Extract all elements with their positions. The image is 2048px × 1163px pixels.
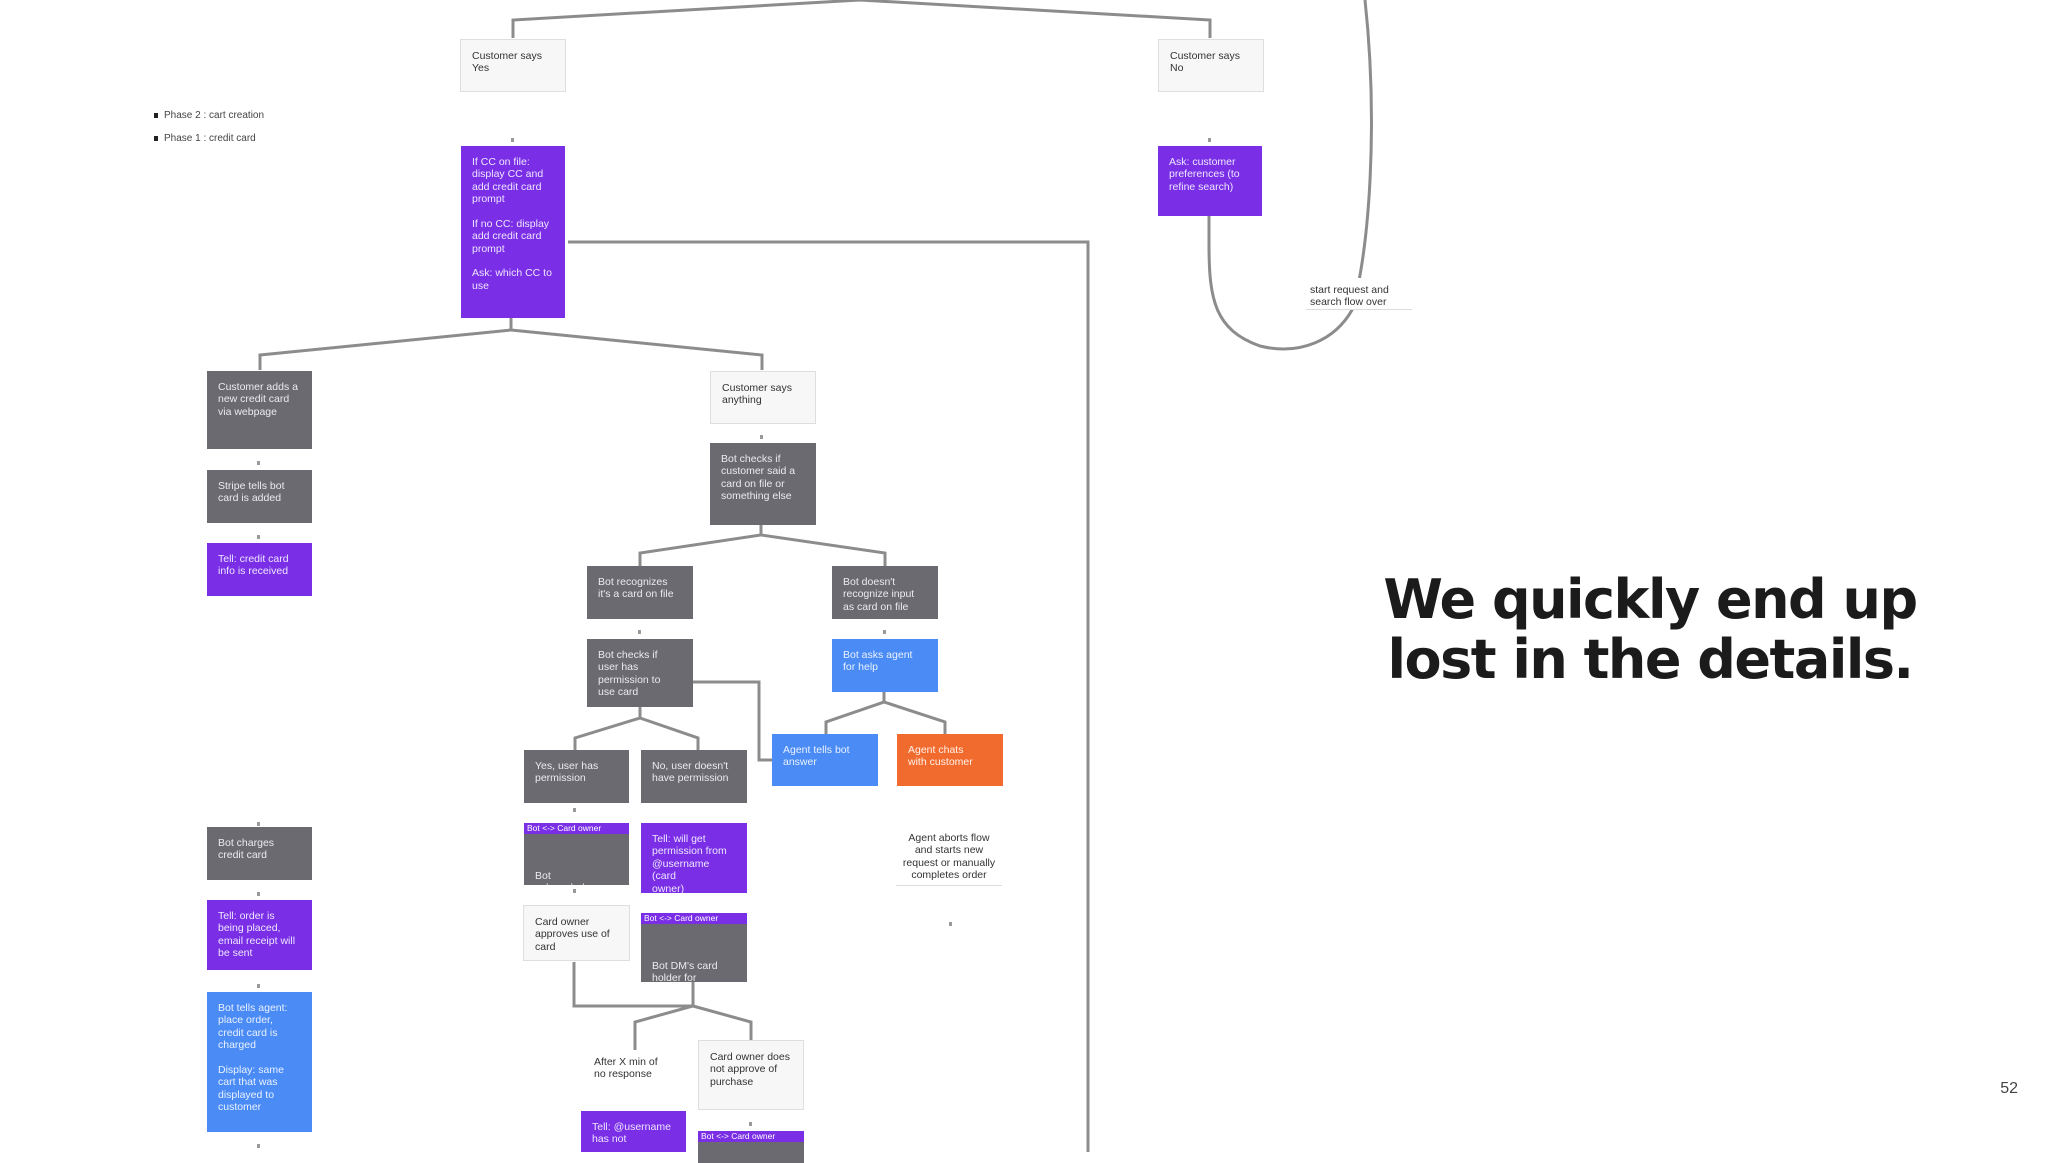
node-text: Bot acknowledges <box>535 869 602 885</box>
node-bot-tells-agent: Bot tells agent: place order, credit car… <box>207 992 312 1132</box>
node-owner-not-approve: Card owner does not approve of purchase <box>698 1040 804 1110</box>
legend-phase1: Phase 1 : credit card <box>154 133 256 144</box>
legend-phase2: Phase 2 : cart creation <box>154 110 264 121</box>
node-bot-checks-permission: Bot checks if user has permission to use… <box>587 639 693 707</box>
node-card-owner-approves: Card owner approves use of card <box>523 905 630 961</box>
arrow-tick <box>573 889 576 893</box>
node-text: Bot DM's card holder for permission. <box>652 959 718 982</box>
node-tell-received: Tell: credit card info is received <box>207 543 312 596</box>
arrow-tick <box>257 984 260 988</box>
arrow-tick <box>1208 138 1211 142</box>
node-bot-acknowledges: Bot <-> Card owner Bot acknowledges <box>524 823 629 885</box>
node-bot-charges: Bot charges credit card <box>207 827 312 880</box>
arrow-tick <box>257 461 260 465</box>
arrow-tick <box>573 808 576 812</box>
node-says-anything: Customer says anything <box>710 371 816 424</box>
node-yes-permission: Yes, user has permission <box>524 750 629 803</box>
arrow-tick <box>749 1122 752 1126</box>
node-tag: Bot <-> Card owner <box>641 913 747 924</box>
node-customer-says-yes: Customer says Yes <box>460 39 566 92</box>
node-tag: Bot <-> Card owner <box>524 823 629 834</box>
node-bot-asks-agent: Bot asks agent for help <box>832 639 938 692</box>
flag-icon <box>154 113 158 118</box>
legend-phase2-label: Phase 2 : cart creation <box>164 110 265 121</box>
node-start-over: start request and search flow over <box>1306 278 1412 310</box>
node-bot-doesnt-recognize: Bot doesn't recognize input as card on f… <box>832 566 938 619</box>
node-customer-says-no: Customer says No <box>1158 39 1264 92</box>
node-tell-will-get-permission: Tell: will get permission from @username… <box>641 823 747 893</box>
arrow-tick <box>511 138 514 142</box>
node-stripe-tells: Stripe tells bot card is added <box>207 470 312 523</box>
node-cc-prompt: If CC on file: display CC and add credit… <box>461 146 565 318</box>
arrow-tick <box>257 892 260 896</box>
node-agent-aborts: Agent aborts flow and starts new request… <box>896 826 1002 886</box>
node-bottom-tagged: Bot <-> Card owner <box>698 1131 804 1163</box>
arrow-tick <box>257 822 260 826</box>
node-agent-tells-bot: Agent tells bot answer <box>772 734 878 786</box>
node-after-x-min: After X min of no response <box>594 1056 658 1081</box>
node-adds-new-card: Customer adds a new credit card via webp… <box>207 371 312 449</box>
slide-headline: We quickly end up lost in the details. <box>1383 568 1918 691</box>
arrow-tick <box>883 630 886 634</box>
arrow-tick <box>257 1144 260 1148</box>
node-tell-username: Tell: @username has not <box>581 1111 686 1152</box>
node-ask-preferences: Ask: customer preferences (to refine sea… <box>1158 146 1262 216</box>
flag-icon <box>154 136 158 141</box>
node-tag: Bot <-> Card owner <box>698 1131 804 1142</box>
node-bot-checks-card: Bot checks if customer said a card on fi… <box>710 443 816 525</box>
node-bot-recognizes: Bot recognizes it's a card on file <box>587 566 693 619</box>
node-agent-chats: Agent chats with customer <box>897 734 1003 786</box>
arrow-tick <box>257 535 260 539</box>
arrow-tick <box>760 435 763 439</box>
node-bot-dms: Bot <-> Card owner Bot DM's card holder … <box>641 913 747 982</box>
arrow-tick <box>638 630 641 634</box>
arrow-tick <box>949 922 952 926</box>
node-tell-order-placed: Tell: order is being placed, email recei… <box>207 900 312 970</box>
page-number: 52 <box>2000 1080 2018 1097</box>
legend-phase1-label: Phase 1 : credit card <box>164 133 256 144</box>
node-no-permission: No, user doesn't have permission <box>641 750 747 803</box>
